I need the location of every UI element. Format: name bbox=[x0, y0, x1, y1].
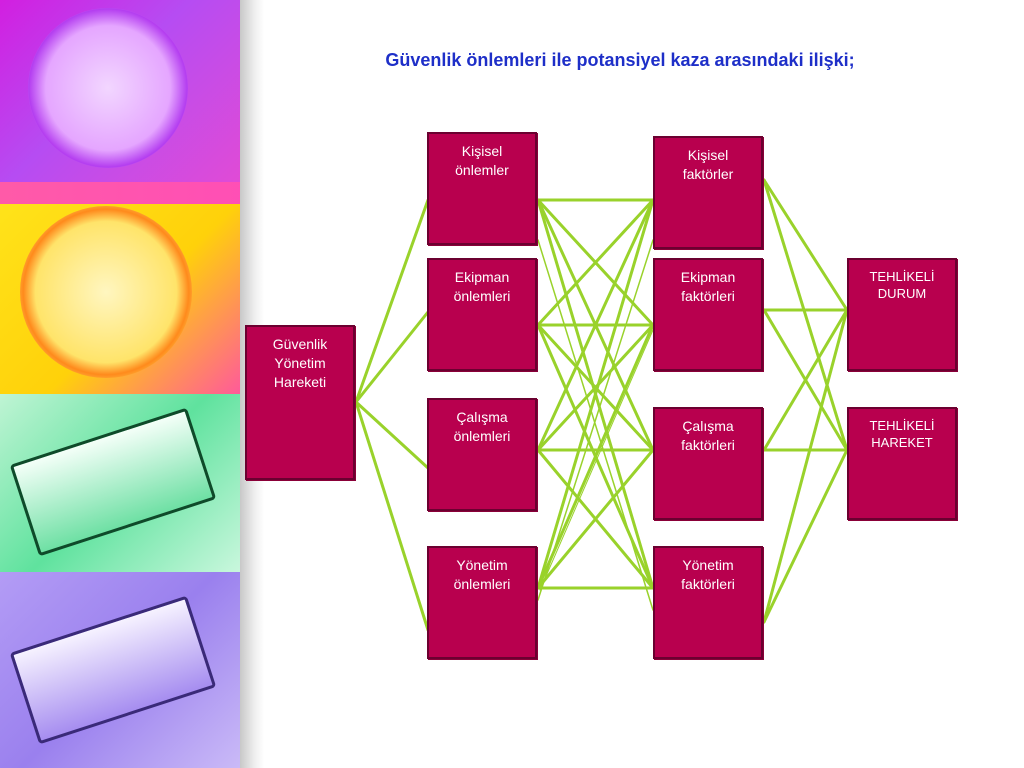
connector-line bbox=[537, 239, 654, 611]
connector-line bbox=[762, 178, 849, 312]
node-text: faktörler bbox=[682, 166, 734, 182]
node-text: Kişisel bbox=[461, 143, 503, 159]
node-ekipman-faktorleri: Ekipman faktörleri bbox=[653, 258, 763, 371]
node-text: önlemleri bbox=[453, 428, 511, 444]
yellow-clock-panel bbox=[0, 204, 240, 394]
connector-line bbox=[536, 198, 655, 590]
node-text: Güvenlik bbox=[272, 336, 328, 352]
node-text: Ekipman bbox=[454, 269, 510, 285]
node-text: Hareketi bbox=[273, 374, 327, 390]
connector-line bbox=[536, 323, 655, 590]
connector-line bbox=[354, 310, 430, 404]
node-calisma-faktorleri: Çalışma faktörleri bbox=[653, 407, 763, 520]
node-text: Yönetim bbox=[682, 557, 734, 573]
connector-line bbox=[354, 400, 430, 632]
node-text: HAREKET bbox=[871, 435, 933, 450]
decorative-photo-strip bbox=[0, 0, 240, 768]
node-text: Çalışma bbox=[456, 409, 508, 425]
node-text: Kişisel bbox=[687, 147, 729, 163]
node-calisma-onlemleri: Çalışma önlemleri bbox=[427, 398, 537, 511]
node-guvenlik-yonetim-hareketi: Güvenlik Yönetim Hareketi bbox=[245, 325, 355, 480]
green-books-panel bbox=[0, 394, 240, 572]
connector-line bbox=[536, 323, 655, 452]
node-text: DURUM bbox=[877, 286, 927, 301]
node-text: faktörleri bbox=[681, 288, 735, 304]
connector-line bbox=[762, 308, 849, 452]
node-text: önlemler bbox=[455, 162, 509, 178]
node-text: faktörleri bbox=[681, 576, 735, 592]
node-text: Çalışma bbox=[682, 418, 734, 434]
node-text: Yönetim bbox=[274, 355, 326, 371]
node-kisisel-faktorler: Kişisel faktörler bbox=[653, 136, 763, 249]
node-tehlikeli-hareket: TEHLİKELİ HAREKET bbox=[847, 407, 957, 520]
node-yonetim-onlemleri: Yönetim önlemleri bbox=[427, 546, 537, 659]
diagram-title: Güvenlik önlemleri ile potansiyel kaza a… bbox=[385, 50, 855, 70]
clock-icon bbox=[20, 206, 192, 378]
node-ekipman-onlemleri: Ekipman önlemleri bbox=[427, 258, 537, 371]
pink-band bbox=[0, 182, 240, 204]
node-yonetim-faktorleri: Yönetim faktörleri bbox=[653, 546, 763, 659]
node-kisisel-onlemler: Kişisel önlemler bbox=[427, 132, 537, 245]
node-text: Ekipman bbox=[680, 269, 736, 285]
connector-line bbox=[537, 239, 654, 601]
node-tehlikeli-durum: TEHLİKELİ DURUM bbox=[847, 258, 957, 371]
connector-line bbox=[354, 198, 430, 404]
violet-books-panel bbox=[0, 572, 240, 768]
connector-line bbox=[539, 329, 654, 591]
connector-line bbox=[762, 448, 849, 624]
clock-icon bbox=[28, 8, 188, 168]
connector-line bbox=[536, 198, 655, 452]
node-text: TEHLİKELİ bbox=[869, 269, 935, 284]
node-text: önlemleri bbox=[453, 576, 511, 592]
node-text: Yönetim bbox=[456, 557, 508, 573]
connector-line bbox=[762, 178, 849, 452]
connector-line bbox=[536, 448, 655, 590]
node-text: TEHLİKELİ bbox=[869, 418, 935, 433]
connector-line bbox=[354, 400, 430, 470]
purple-clock-panel bbox=[0, 0, 240, 182]
node-text: faktörleri bbox=[681, 437, 735, 453]
node-text: önlemleri bbox=[453, 288, 511, 304]
connector-line bbox=[762, 308, 849, 624]
